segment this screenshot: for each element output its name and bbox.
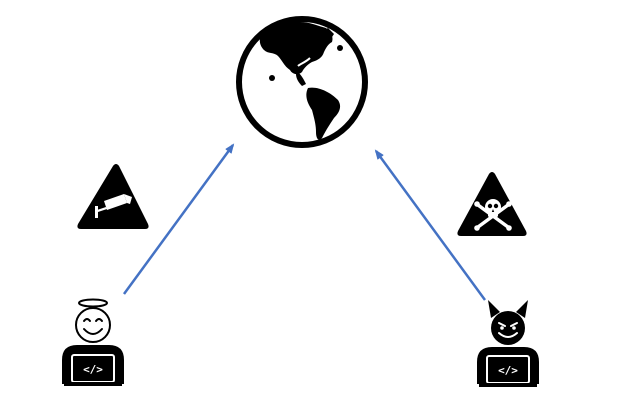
edge-good-to-internet [122,143,235,295]
skull-crossbones-warning-icon [457,172,527,236]
globe-icon [236,16,368,148]
devil-developer-icon: </> [477,300,539,387]
angel-developer-icon: </> [62,298,124,386]
security-camera-warning-icon [77,164,149,229]
laptop-code-symbol: </> [83,363,103,376]
laptop-code-symbol: </> [498,364,518,377]
edge-malicious-to-internet [374,149,487,301]
